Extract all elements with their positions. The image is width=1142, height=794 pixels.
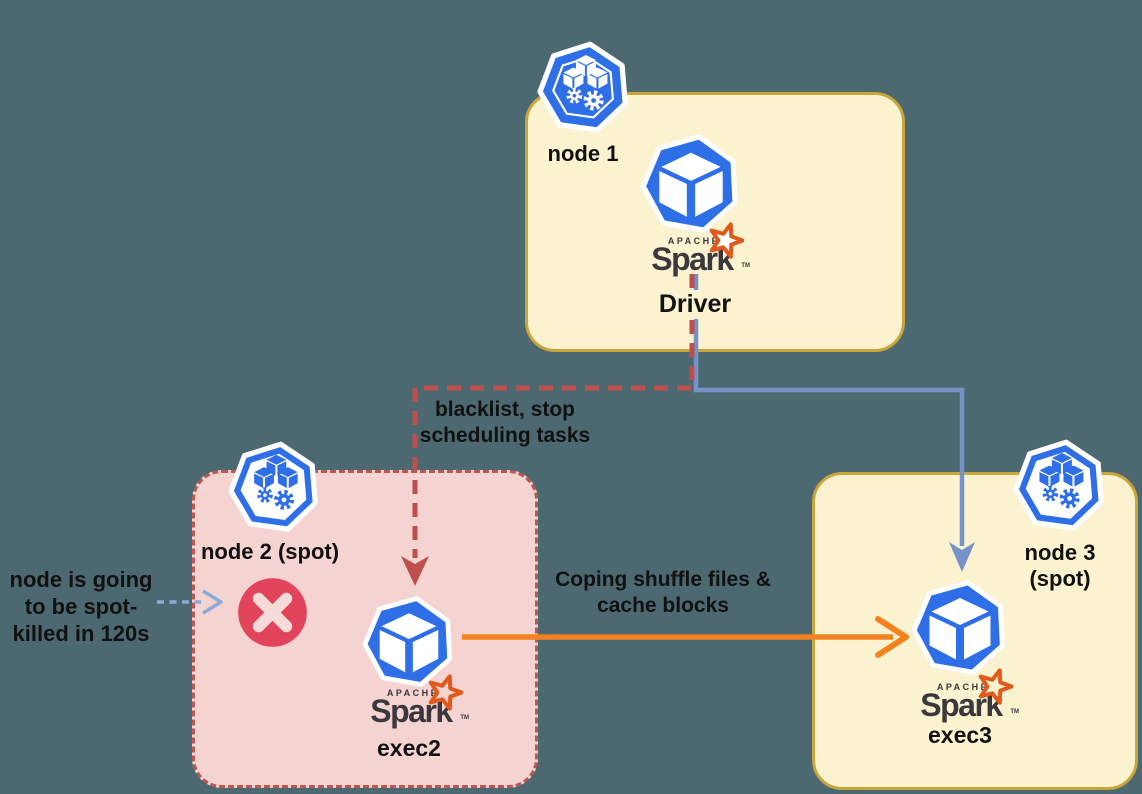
executor-pod-icon bbox=[639, 132, 743, 236]
spark-logo-apache: APACHE bbox=[667, 236, 721, 246]
spark-star-icon bbox=[426, 674, 463, 711]
spark-logo: APACHE Spark TM bbox=[365, 688, 469, 727]
spark-logo-tm: TM bbox=[741, 262, 750, 269]
spark-star-icon bbox=[707, 222, 744, 259]
node3-title: node 3 (spot) bbox=[1024, 540, 1096, 591]
spark-star-icon bbox=[976, 668, 1013, 705]
spark-logo: APACHE Spark TM bbox=[646, 236, 750, 275]
copy-shuffle-annotation: Coping shuffle files & cache blocks bbox=[555, 568, 771, 617]
spark-logo-apache: APACHE bbox=[936, 682, 990, 692]
exec3-label: exec3 bbox=[928, 722, 992, 748]
driver-label: Driver bbox=[648, 290, 742, 319]
node1-title: node 1 bbox=[547, 141, 619, 166]
spot-kill-annotation: node is going to be spot- killed in 120s bbox=[9, 567, 153, 646]
spark-logo-apache: APACHE bbox=[386, 688, 440, 698]
spark-logo: APACHE Spark TM bbox=[915, 682, 1019, 721]
kubernetes-node-icon bbox=[536, 40, 632, 136]
kubernetes-node-icon bbox=[1012, 438, 1108, 534]
error-x-icon bbox=[238, 578, 307, 647]
node2-title: node 2 (spot) bbox=[200, 539, 340, 564]
blacklist-annotation: blacklist, stop scheduling tasks bbox=[419, 398, 591, 447]
executor-pod-icon bbox=[910, 578, 1010, 678]
spark-logo-tm: TM bbox=[460, 714, 469, 721]
spark-logo-tm: TM bbox=[1010, 708, 1019, 715]
exec2-label: exec2 bbox=[377, 735, 441, 761]
kubernetes-node-icon bbox=[227, 440, 322, 535]
